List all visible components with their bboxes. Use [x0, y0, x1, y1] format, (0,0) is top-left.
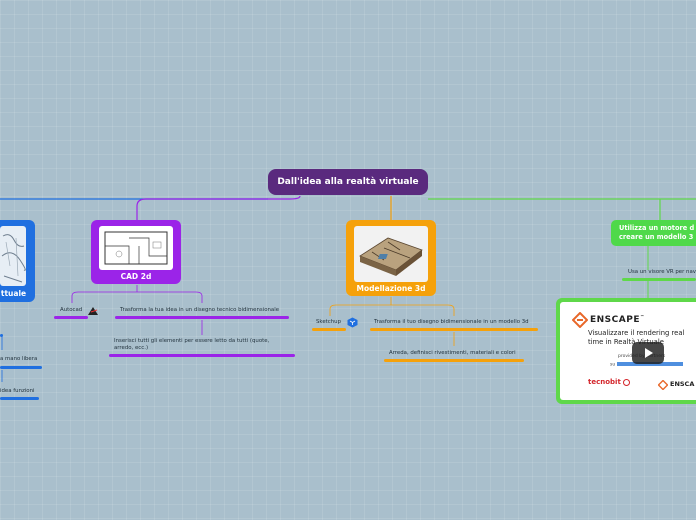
- play-icon: [632, 342, 664, 364]
- leaf-sketchup[interactable]: Sketchup: [316, 319, 341, 325]
- topic-modellazione-3d[interactable]: Modellazione 3d: [346, 220, 436, 296]
- left-leaf-1-underline: [0, 366, 42, 369]
- leaf-cad-transform[interactable]: Trasforma la tua idea in un disegno tecn…: [120, 307, 279, 313]
- leaf-model-furnish-underline: [384, 359, 524, 362]
- floorplan-icon: [99, 226, 173, 270]
- sketchup-logo-icon: [347, 317, 358, 328]
- leaf-vr-headset[interactable]: Usa un visore VR per nav: [628, 269, 696, 275]
- partner-left-text: tecnobit: [588, 378, 621, 386]
- video-headline-1: Visualizzare il rendering real: [588, 329, 684, 337]
- house-3d-icon: [354, 226, 428, 282]
- enscape-video-embed[interactable]: ENSCAPE™ Visualizzare il rendering real …: [556, 298, 696, 404]
- root-topic[interactable]: Dall'idea alla realtà virtuale: [268, 169, 428, 195]
- enscape-brand: ENSCAPE™: [590, 314, 644, 325]
- leaf-vr-underline: [622, 278, 696, 281]
- partner-right: ENSCA: [670, 380, 694, 388]
- leaf-model-transform-underline: [370, 328, 538, 331]
- video-sub-2-text: su: [610, 363, 615, 368]
- leaf-sketchup-underline: [312, 328, 346, 331]
- topic-render-line1: Utilizza un motore d: [619, 224, 696, 233]
- leaf-autocad-underline: [54, 316, 88, 319]
- floorplan-image: [99, 226, 173, 270]
- left-leaf-2-underline: [0, 397, 39, 400]
- autocad-logo-icon: [87, 306, 99, 316]
- enscape-logo-icon: [572, 312, 588, 328]
- left-leaf-2[interactable]: idea funzioni: [0, 388, 35, 394]
- left-bar-1: [0, 334, 3, 337]
- enscape-brand-text: ENSCAPE: [590, 315, 640, 325]
- topic-modellazione-label: Modellazione 3d: [346, 284, 436, 293]
- leaf-cad-insert-text: Inserisci tutti gli elementi per essere …: [114, 338, 269, 351]
- sketch-drawing-icon: [0, 226, 26, 286]
- root-title: Dall'idea alla realtà virtuale: [277, 177, 418, 187]
- enscape-small-logo-icon: [658, 380, 668, 390]
- sketch-image: [0, 226, 26, 286]
- partner-left: tecnobit: [588, 378, 630, 386]
- left-leaf-1[interactable]: a mano libera: [0, 356, 37, 362]
- leaf-model-furnish[interactable]: Arreda, definisci rivestimenti, material…: [389, 350, 516, 356]
- topic-cad-2d[interactable]: CAD 2d: [91, 220, 181, 284]
- connector-purple: [137, 196, 300, 220]
- house-3d-image: [354, 226, 428, 282]
- video-thumbnail[interactable]: ENSCAPE™ Visualizzare il rendering real …: [560, 302, 696, 400]
- topic-left-card[interactable]: ttuale: [0, 220, 35, 302]
- tecnobit-logo-icon: [623, 379, 630, 386]
- leaf-cad-transform-underline: [115, 316, 289, 319]
- play-button[interactable]: [632, 342, 664, 364]
- leaf-cad-insert-underline: [109, 354, 295, 357]
- topic-left-label: ttuale: [0, 289, 41, 298]
- leaf-autocad[interactable]: Autocad: [60, 307, 82, 313]
- leaf-model-transform[interactable]: Trasforma il tuo disegno bidimensionale …: [374, 319, 529, 325]
- topic-render-engine[interactable]: Utilizza un motore d creare un modello 3: [611, 220, 696, 246]
- enscape-tm: ™: [640, 314, 645, 319]
- topic-cad-label: CAD 2d: [91, 272, 181, 281]
- leaf-cad-insert[interactable]: Inserisci tutti gli elementi per essere …: [114, 338, 284, 352]
- topic-render-line2: creare un modello 3: [619, 233, 696, 242]
